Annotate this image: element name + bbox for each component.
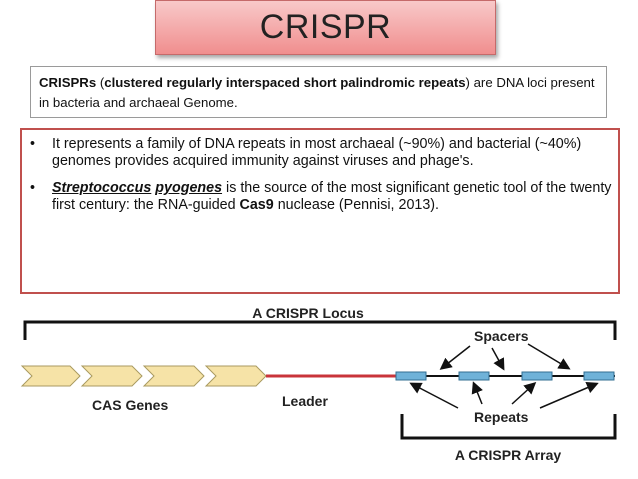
species-name: pyogenes <box>155 180 223 196</box>
cas-gene-block <box>80 365 143 387</box>
bullet-marker: • <box>30 180 36 196</box>
cas-gene-block <box>204 365 267 387</box>
spacer-arrows <box>439 343 571 371</box>
repeats <box>395 371 615 381</box>
repeat-arrow <box>511 381 537 405</box>
definition-expansion: clustered regularly interspaced short pa… <box>104 75 466 90</box>
spacer-arrow <box>439 345 471 370</box>
array-bracket <box>400 414 617 440</box>
spacer-arrow <box>527 343 571 370</box>
repeat-block <box>583 371 615 381</box>
cas-genes-label: CAS Genes <box>92 397 168 413</box>
bullet-text: It represents a family of DNA repeats in… <box>52 136 582 169</box>
array-label: A CRISPR Array <box>455 447 562 463</box>
bullet-marker: • <box>30 136 36 152</box>
locus-label: A CRISPR Locus <box>252 305 364 321</box>
spacer-arrow <box>491 347 505 371</box>
definition-open-paren: ( <box>96 75 105 90</box>
bullet-text-mid: is the source of the most significant ge… <box>52 180 612 213</box>
bullet-item: • Streptococcus pyogenes is the source o… <box>22 180 622 214</box>
repeat-arrow <box>409 382 459 409</box>
cas-genes <box>20 365 267 387</box>
bullet-item: • It represents a family of DNA repeats … <box>22 136 622 170</box>
definition-term: CRISPRs <box>39 75 97 90</box>
enzyme-name: Cas9 <box>239 197 274 213</box>
repeat-arrows <box>409 381 599 409</box>
repeat-arrow <box>471 381 483 405</box>
repeat-block <box>458 371 490 381</box>
repeat-arrow <box>539 382 599 409</box>
repeat-block <box>521 371 553 381</box>
leader-label: Leader <box>282 393 328 409</box>
bullet-list: • It represents a family of DNA repeats … <box>22 136 622 224</box>
repeat-block <box>395 371 427 381</box>
slide-title: CRISPR <box>259 8 392 46</box>
definition-box: CRISPRs (clustered regularly interspaced… <box>30 66 607 118</box>
locus-bracket <box>23 320 617 340</box>
spacers-label: Spacers <box>474 328 529 344</box>
cas-gene-block <box>20 365 81 387</box>
definition-rest: ) are DNA loci present in bacteria and a… <box>39 75 595 110</box>
content-box: • It represents a family of DNA repeats … <box>20 128 620 294</box>
bullet-text-tail: nuclease (Pennisi, 2013). <box>273 197 440 213</box>
species-genus: Streptococcus <box>52 180 152 196</box>
repeats-label: Repeats <box>474 409 529 425</box>
cas-gene-block <box>142 365 205 387</box>
title-box: CRISPR <box>155 0 496 55</box>
crispr-locus-diagram: A CRISPR Locus CAS Genes Leader Spacers … <box>20 305 617 463</box>
